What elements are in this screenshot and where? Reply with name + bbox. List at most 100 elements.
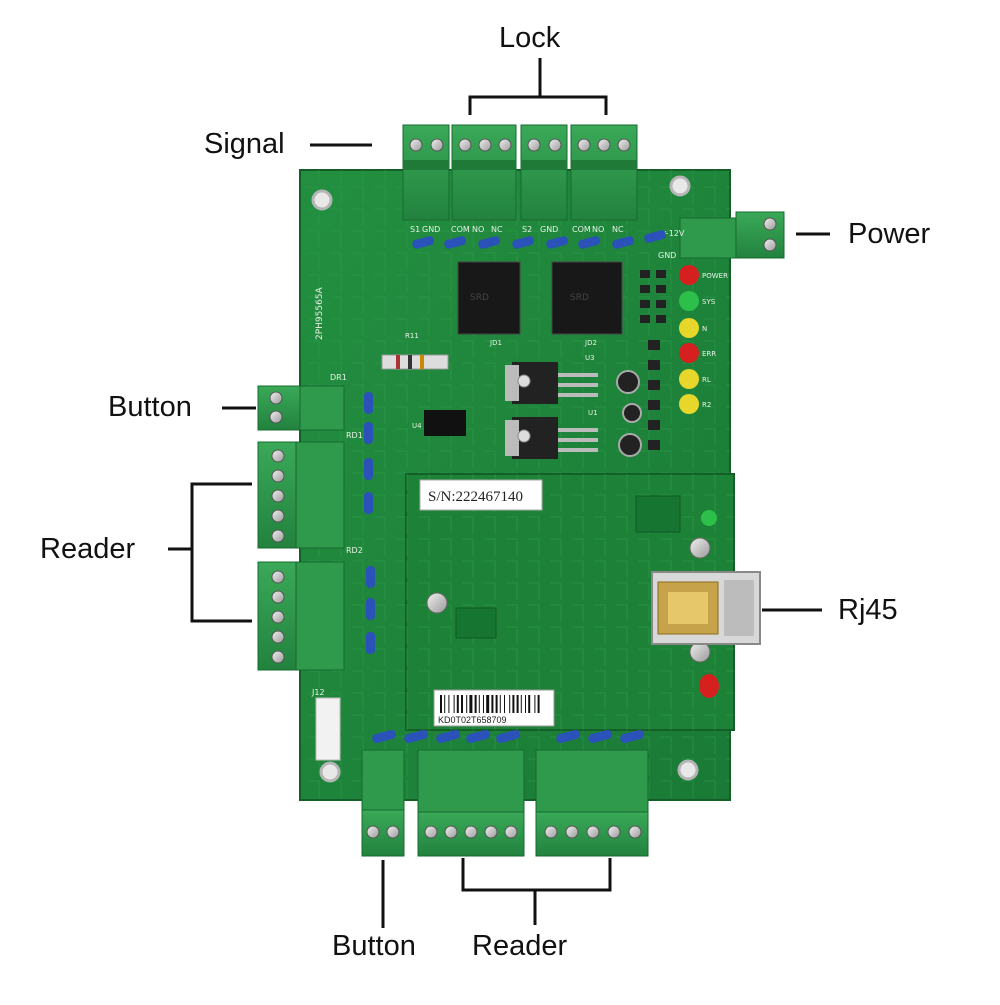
reader-left-bracket — [168, 482, 252, 623]
mount-hole — [311, 189, 333, 211]
silk-top-label: NO — [592, 225, 604, 234]
rd2-silk: RD2 — [346, 546, 363, 555]
barcode-bar — [491, 695, 494, 713]
reader-left-label: Reader — [40, 533, 136, 565]
reader-terminal-bottom-1 — [417, 749, 525, 857]
r11-silk: R11 — [405, 332, 419, 340]
power-terminal — [679, 211, 785, 259]
silk-top-label: NC — [612, 225, 624, 234]
jumper-row-top — [412, 230, 667, 249]
silk-top-label: S1 — [410, 225, 420, 234]
status-leds — [679, 265, 699, 414]
power-silk-gnd: GND — [658, 251, 676, 260]
j12-silk: J12 — [311, 688, 325, 697]
barcode-bar — [516, 695, 519, 713]
mount-hole — [677, 759, 699, 781]
barcode-bar — [440, 695, 442, 713]
serial-number: S/N:222467140 — [428, 489, 523, 505]
barcode-bar — [448, 695, 450, 713]
relays: SRD SRD — [457, 261, 623, 335]
top-terminals — [402, 124, 638, 221]
relay1-silk: JD1 — [489, 339, 502, 347]
smd-column — [640, 270, 666, 450]
led-silk-label: SYS — [702, 298, 716, 306]
lock-terminal-2 — [570, 124, 638, 221]
barcode-bar — [495, 695, 498, 713]
svg-text:SRD: SRD — [570, 293, 589, 303]
barcode-bar — [525, 695, 526, 713]
signal-terminal-2 — [520, 124, 568, 221]
signal-terminal — [402, 124, 450, 221]
serial-sticker: S/N:222467140 — [419, 479, 543, 511]
barcode-bar — [469, 695, 473, 713]
silk-top-label: COM — [572, 225, 591, 234]
silk-top-label: NO — [472, 225, 484, 234]
j12-connector — [315, 697, 341, 761]
jumper-column-left — [364, 392, 375, 654]
barcode-bar — [504, 695, 505, 713]
jumper-row-bottom — [372, 729, 644, 744]
reader-terminal-left-2 — [257, 561, 345, 671]
bottom-terminals — [361, 749, 649, 857]
signal-label: Signal — [204, 128, 285, 160]
power-silk-12v: +12V — [662, 229, 685, 238]
led-silk-label: RL — [702, 376, 711, 384]
button-bottom-label: Button — [332, 930, 416, 962]
callout-lines — [168, 58, 830, 928]
barcode-number: KD0T02T658709 — [438, 715, 507, 725]
silk-top-label: GND — [540, 225, 558, 234]
silk-top-label: NC — [491, 225, 503, 234]
mount-hole — [319, 761, 341, 783]
lock-bracket — [468, 58, 608, 115]
rd1-silk: RD1 — [346, 431, 363, 440]
led-silk: POWER SYS N ERR RL R2 — [702, 272, 728, 409]
reader-terminal-bottom-2 — [535, 749, 649, 857]
u1-silk: U1 — [588, 409, 598, 417]
power-label: Power — [848, 218, 931, 250]
lock-label: Lock — [499, 22, 561, 54]
led-silk-label: POWER — [702, 272, 728, 280]
barcode-bar — [534, 695, 536, 713]
button-terminal-bottom — [361, 749, 405, 857]
reader-bottom-label: Reader — [472, 930, 568, 962]
mount-hole — [669, 175, 691, 197]
barcode-bar — [456, 695, 459, 713]
svg-text:SRD: SRD — [470, 293, 489, 303]
u3-silk: U3 — [585, 354, 595, 362]
lock-terminal-1 — [451, 124, 517, 221]
silk-top-label: GND — [422, 225, 440, 234]
dr1-silk: DR1 — [330, 373, 347, 382]
reader-bottom-bracket — [461, 858, 612, 925]
barcode-bar — [478, 695, 480, 713]
led-silk-label: R2 — [702, 401, 711, 409]
part-number-silk: 2PH95565A — [315, 286, 325, 340]
reader-terminal-left-1 — [257, 441, 345, 549]
barcode-bar — [444, 695, 446, 713]
relay2-silk: JD2 — [584, 339, 597, 347]
silk-top-label: S2 — [522, 225, 532, 234]
left-terminals — [257, 385, 345, 671]
barcode-bar — [520, 695, 522, 713]
barcode-bar — [499, 695, 501, 713]
barcode-bar — [512, 695, 515, 713]
barcode-bar — [466, 695, 468, 713]
barcode-bar — [483, 695, 484, 713]
barcode-bar — [486, 695, 490, 713]
rj45-jack — [651, 571, 761, 645]
led-silk-label: ERR — [702, 350, 716, 358]
button-left-label: Button — [108, 391, 192, 423]
barcode-bar — [453, 695, 455, 713]
power-components — [381, 354, 642, 459]
barcode-bar — [461, 695, 463, 713]
barcode-bar — [528, 695, 531, 713]
barcode-bar — [509, 695, 511, 713]
silk-top-label: COM — [451, 225, 470, 234]
barcode-bar — [474, 695, 477, 713]
u4-silk: U4 — [412, 422, 422, 430]
barcode-sticker: KD0T02T658709 — [438, 695, 540, 725]
barcode-bar — [537, 695, 540, 713]
led-silk-label: N — [702, 325, 707, 333]
